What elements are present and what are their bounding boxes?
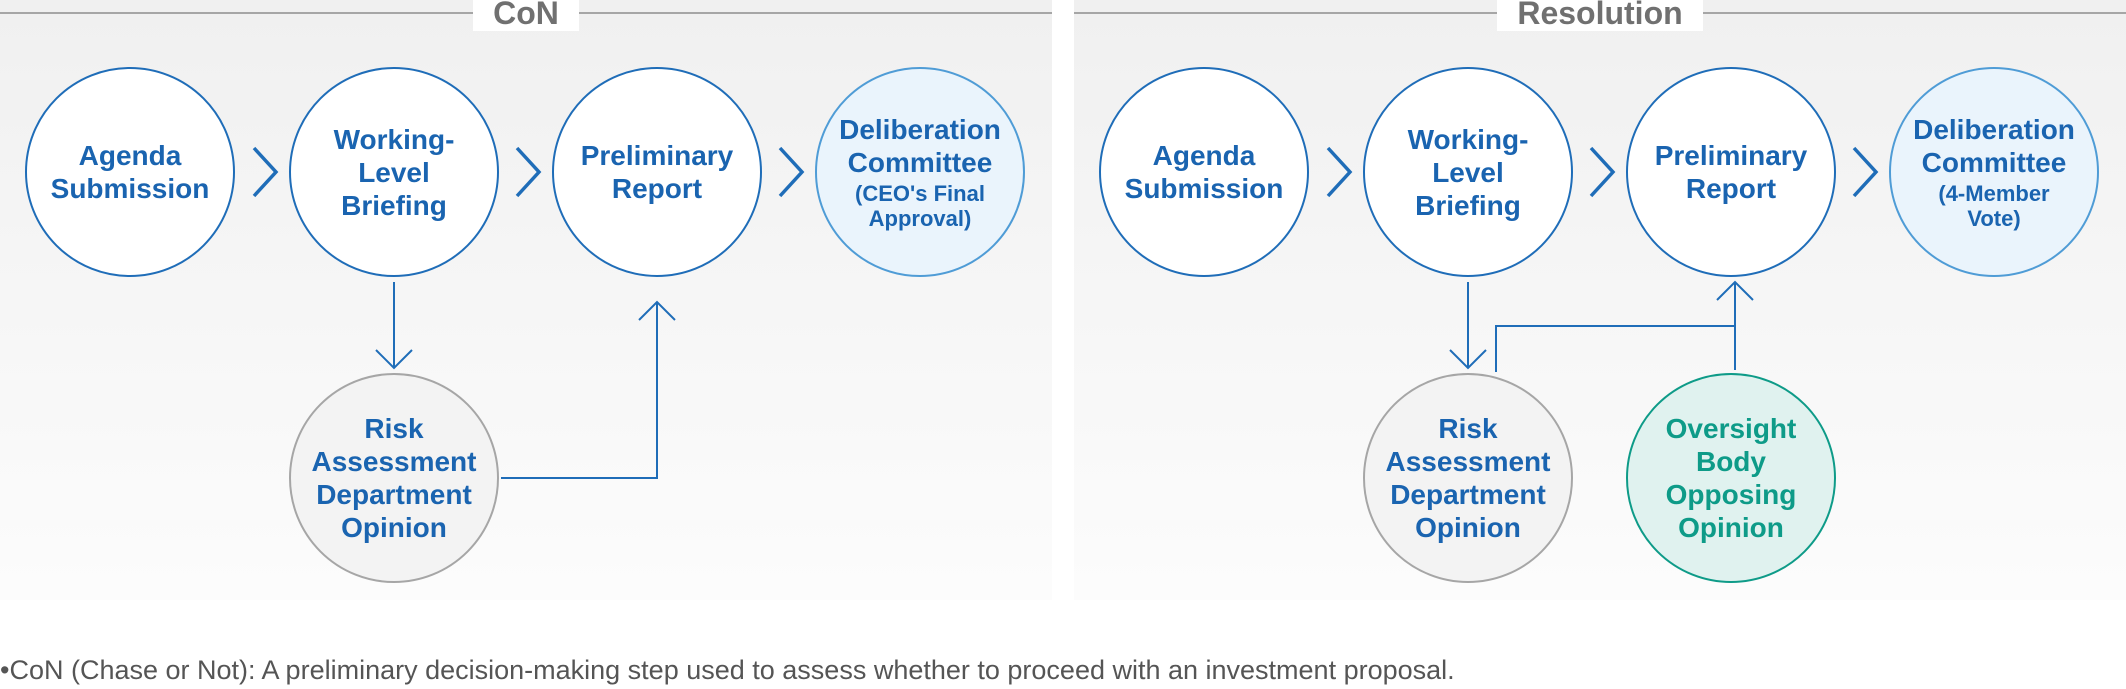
res-deliberation-subtitle: (4-Member Vote) — [1938, 181, 2050, 231]
res-working-level-briefing: Working- Level Briefing — [1363, 67, 1573, 277]
con-chevron-2-icon — [515, 146, 542, 198]
res-deliberation-committee: Deliberation Committee (4-Member Vote) — [1889, 67, 2099, 277]
res-agenda-submission: Agenda Submission — [1099, 67, 1309, 277]
resolution-connectors — [1449, 280, 1754, 372]
con-deliberation-subtitle: (CEO's Final Approval) — [855, 181, 985, 231]
res-preliminary-report: Preliminary Report — [1626, 67, 1836, 277]
resolution-panel: Resolution Agenda Submission Working- Le… — [1074, 0, 2126, 600]
res-risk-assessment-opinion: Risk Assessment Department Opinion — [1363, 373, 1573, 583]
footnote: •CoN (Chase or Not): A preliminary decis… — [0, 655, 1455, 685]
res-chevron-2-icon — [1589, 146, 1616, 198]
con-chevron-3-icon — [778, 146, 805, 198]
con-working-level-briefing: Working- Level Briefing — [289, 67, 499, 277]
res-arrow-risk-to-report — [1495, 325, 1735, 372]
con-agenda-submission: Agenda Submission — [25, 67, 235, 277]
con-connectors — [375, 282, 676, 479]
con-arrow-risk-to-report — [501, 302, 658, 479]
con-chevron-1-icon — [252, 146, 279, 198]
con-risk-assessment-opinion: Risk Assessment Department Opinion — [289, 373, 499, 583]
con-deliberation-committee: Deliberation Committee (CEO's Final Appr… — [815, 67, 1025, 277]
con-panel: CoN Agenda Submission Working- Level Bri… — [0, 0, 1052, 600]
res-chevron-3-icon — [1852, 146, 1879, 198]
con-preliminary-report: Preliminary Report — [552, 67, 762, 277]
con-arrowhead-up — [638, 300, 676, 321]
res-arrowhead-up — [1716, 280, 1754, 301]
res-arrowhead-down — [1449, 349, 1487, 370]
con-arrowhead-down — [375, 349, 413, 370]
res-oversight-opposing-opinion: Oversight Body Opposing Opinion — [1626, 373, 1836, 583]
res-chevron-1-icon — [1326, 146, 1353, 198]
